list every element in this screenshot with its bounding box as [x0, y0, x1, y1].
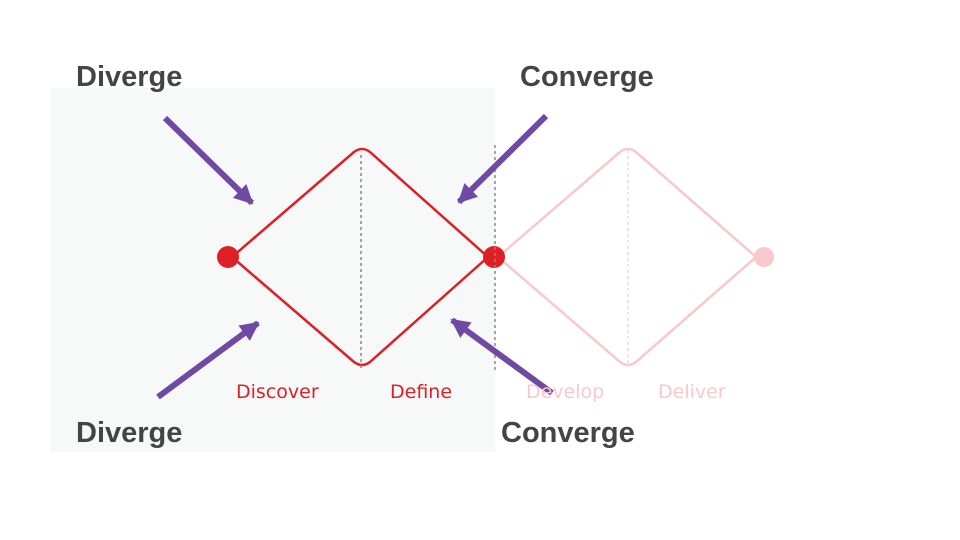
phase-label-develop: Develop	[526, 381, 605, 403]
label-converge-bottom: Converge	[501, 417, 635, 449]
arrow-top-left	[162, 115, 255, 206]
end-node	[754, 247, 774, 267]
second-diamond	[496, 147, 774, 367]
middle-node	[483, 246, 505, 268]
highlight-panel	[50, 88, 495, 452]
arrow-bottom-right	[450, 317, 554, 396]
arrow-bottom-left	[156, 320, 260, 400]
first-diamond	[217, 147, 505, 368]
phase-label-discover: Discover	[236, 381, 319, 403]
start-node	[217, 246, 239, 268]
arrow-top-right	[456, 113, 549, 205]
phase-label-deliver: Deliver	[658, 381, 726, 403]
phase-label-define: Define	[390, 381, 453, 403]
label-diverge-top: Diverge	[76, 61, 183, 93]
label-converge-top: Converge	[520, 61, 654, 93]
label-diverge-bottom: Diverge	[76, 417, 183, 449]
